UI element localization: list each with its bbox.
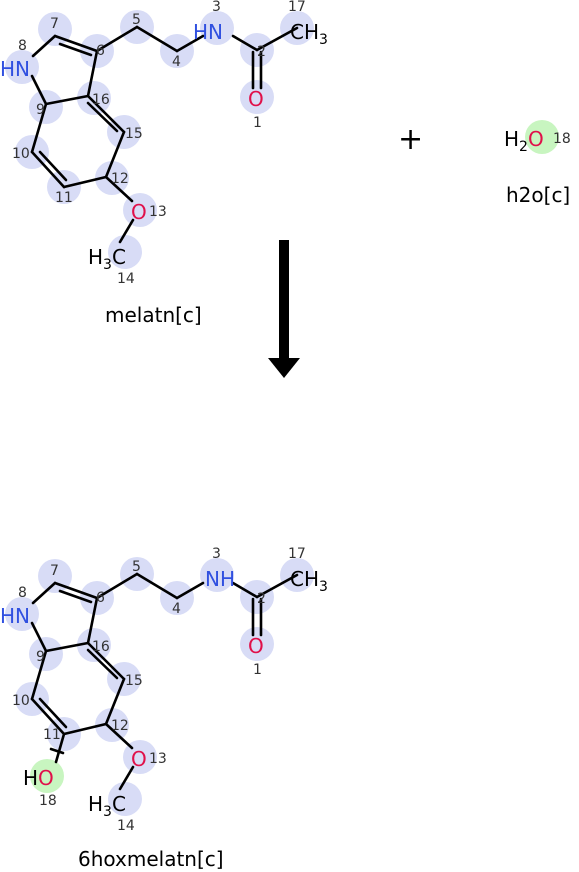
atom-number-7: 7 (50, 563, 59, 579)
atom-o13: O (131, 200, 147, 224)
atom-number-3: 3 (212, 0, 221, 15)
atom-number-17: 17 (288, 0, 306, 15)
atom-o18: H2O (504, 127, 544, 155)
product-6-hydroxymelatonin: HN NH O O HO CH3 H3C 1 2 3 4 5 6 7 8 9 1… (0, 546, 328, 871)
atom-number-2: 2 (257, 44, 266, 60)
atom-c17: CH3 (290, 567, 328, 595)
atom-o1: O (248, 87, 264, 111)
atom-number-6: 6 (96, 590, 105, 606)
atom-number-9: 9 (36, 102, 45, 118)
atom-n3: HN (193, 20, 223, 44)
reaction-arrow (268, 240, 300, 378)
atom-number-5: 5 (132, 559, 141, 575)
atom-number-4: 4 (172, 54, 181, 70)
atom-n8: HN (0, 57, 30, 81)
atom-number-14: 14 (117, 271, 135, 287)
product-caption: 6hoxmelatn[c] (78, 847, 224, 871)
atom-number-1: 1 (253, 662, 262, 678)
atom-n3: NH (205, 567, 235, 591)
atom-c14: H3C (88, 792, 126, 820)
atom-number-11: 11 (43, 727, 61, 743)
atom-number-4: 4 (172, 601, 181, 617)
melatonin-caption: melatn[c] (105, 303, 202, 327)
reactant-melatonin: HN HN O O CH3 H3C 1 2 3 4 5 6 7 8 9 10 1… (0, 0, 328, 327)
atom-number-1: 1 (253, 115, 262, 131)
water-caption: h2o[c] (506, 183, 570, 207)
atom-number-3: 3 (212, 546, 221, 562)
reactant-water: H2O 18 h2o[c] (504, 120, 571, 207)
atom-number-11: 11 (55, 190, 73, 206)
atom-number-15: 15 (125, 126, 143, 142)
atom-number-13: 13 (149, 204, 167, 220)
atom-number-8: 8 (18, 585, 27, 601)
atom-c17: CH3 (290, 20, 328, 48)
atom-c14: H3C (88, 245, 126, 273)
atom-number-6: 6 (96, 43, 105, 59)
atom-number-9: 9 (36, 649, 45, 665)
atom-number-5: 5 (132, 12, 141, 28)
atom-number-12: 12 (111, 718, 129, 734)
atom-number-12: 12 (111, 171, 129, 187)
atom-number-2: 2 (257, 591, 266, 607)
atom-number-17: 17 (288, 546, 306, 562)
atom-o1: O (248, 634, 264, 658)
atom-number-16: 16 (92, 639, 110, 655)
atom-number-18: 18 (553, 131, 571, 147)
atom-number-10: 10 (12, 146, 30, 162)
atom-number-8: 8 (18, 38, 27, 54)
atom-o13: O (131, 747, 147, 771)
atom-number-18: 18 (39, 793, 57, 809)
atom-number-10: 10 (12, 693, 30, 709)
atom-number-7: 7 (50, 16, 59, 32)
atom-number-16: 16 (92, 92, 110, 108)
atom-n8: HN (0, 604, 30, 628)
plus-sign: + (398, 122, 423, 157)
atom-number-13: 13 (149, 751, 167, 767)
atom-number-15: 15 (125, 673, 143, 689)
atom-o18: HO (23, 766, 54, 790)
atom-number-14: 14 (117, 818, 135, 834)
